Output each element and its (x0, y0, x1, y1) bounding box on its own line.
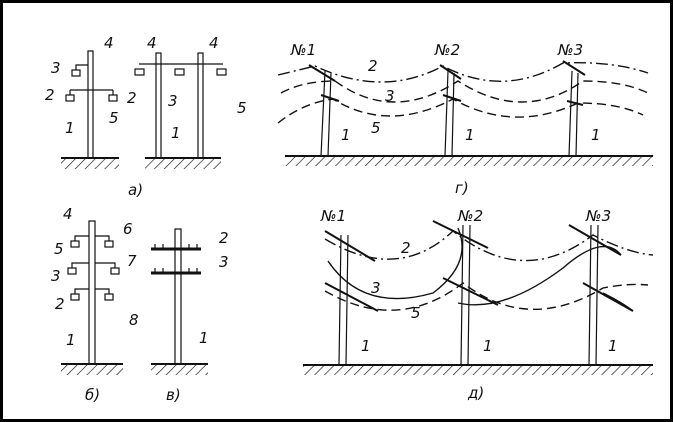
label: 5 (411, 304, 421, 322)
label: 1 (483, 337, 493, 355)
pole-number: №1 (320, 207, 346, 225)
pole (568, 70, 579, 157)
panel-g: №1 №2 №3 2 3 5 1 1 1 г) (277, 41, 653, 197)
panel-d: №1 №2 №3 2 3 5 1 1 1 д) (303, 207, 654, 402)
label: 1 (591, 126, 601, 144)
label: 5 (54, 240, 64, 258)
caption-g: г) (455, 179, 469, 197)
pole-number: №1 (290, 41, 316, 59)
label: 4 (147, 34, 157, 52)
pole (320, 70, 332, 157)
caption-b: б) (85, 386, 100, 404)
label: 3 (385, 87, 395, 105)
label: 5 (237, 99, 247, 117)
pole (338, 234, 349, 366)
label: 1 (361, 337, 371, 355)
panel-a: 4 3 2 5 1 4 4 2 3 5 1 а) (45, 34, 247, 199)
pole-number: №2 (434, 41, 460, 59)
label: 8 (129, 311, 139, 329)
caption-a: а) (128, 181, 143, 199)
label: 4 (104, 34, 114, 52)
label: 5 (371, 119, 381, 137)
label: 5 (109, 109, 119, 127)
label: 7 (127, 252, 137, 270)
label: 6 (123, 220, 133, 238)
pole (155, 52, 162, 159)
label: 3 (219, 253, 229, 271)
label: 3 (371, 279, 381, 297)
caption-d: д) (467, 384, 484, 402)
insulator (71, 69, 81, 77)
label: 1 (341, 126, 351, 144)
label: 4 (63, 205, 73, 223)
pole (88, 220, 96, 365)
label: 1 (465, 126, 475, 144)
pole (444, 70, 455, 157)
pole-number: №3 (557, 41, 583, 59)
pole (87, 50, 94, 159)
pole (197, 52, 204, 159)
label: 4 (209, 34, 219, 52)
label: 2 (219, 229, 229, 247)
ground-hatch (61, 159, 119, 169)
panel-b: 4 6 5 7 3 2 8 1 б) (51, 205, 139, 404)
label: 3 (51, 267, 61, 285)
power-line-poles-diagram: 4 3 2 5 1 4 4 2 3 5 1 а) 4 6 5 7 3 2 8 1… (45, 34, 654, 404)
label: 1 (171, 124, 181, 142)
pole-number: №2 (457, 207, 483, 225)
label: 2 (368, 57, 378, 75)
label: 3 (168, 92, 178, 110)
label: 1 (65, 119, 75, 137)
label: 1 (66, 331, 76, 349)
caption-v: в) (166, 386, 181, 404)
label: 2 (127, 89, 137, 107)
panel-v: 2 3 1 в) (151, 228, 229, 404)
label: 2 (45, 86, 55, 104)
label: 1 (608, 337, 618, 355)
label: 2 (55, 295, 65, 313)
label: 1 (199, 329, 209, 347)
label: 2 (401, 239, 411, 257)
pole-number: №3 (585, 207, 611, 225)
label: 3 (51, 59, 61, 77)
